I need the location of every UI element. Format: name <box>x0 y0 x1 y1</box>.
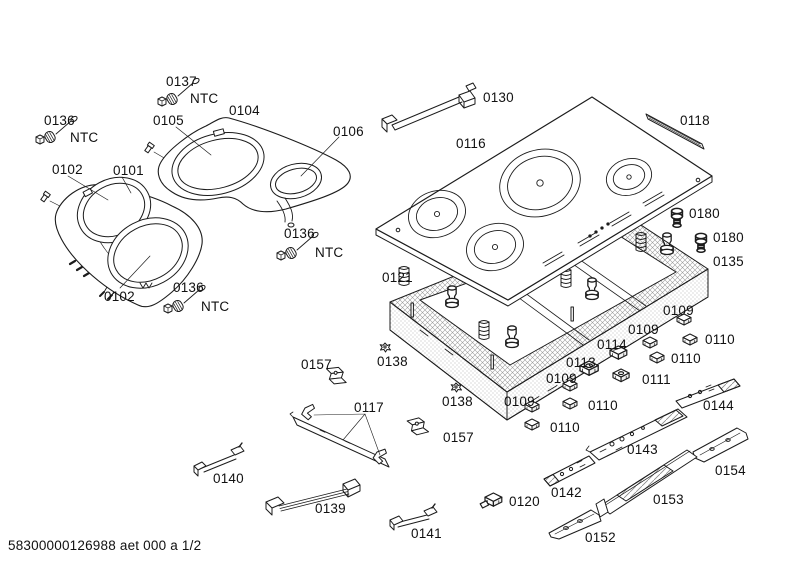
part-label-0139-44: 0139 <box>315 501 346 516</box>
part-label-0111-32: 0111 <box>642 372 671 387</box>
part-label-0106-6: 0106 <box>333 124 364 139</box>
clip-0138 <box>379 342 391 353</box>
part-label-0121-20: 0121 <box>382 270 413 285</box>
screw-0180 <box>670 207 684 229</box>
part-label-0104-4: 0104 <box>229 103 260 118</box>
spacer-block-0110 <box>562 397 578 410</box>
part-label-ntc-13: NTC <box>315 245 344 260</box>
chassis-frame-0135 <box>389 209 709 421</box>
document-number: 58300000126988 aet 000 a 1/2 <box>8 538 202 553</box>
spacer-block-0110 <box>524 418 540 431</box>
part-label-0120-43: 0120 <box>509 494 540 509</box>
part-label-0144-37: 0144 <box>703 398 734 413</box>
part-label-0135-19: 0135 <box>713 254 744 269</box>
part-label-0110-35: 0110 <box>588 398 618 413</box>
part-label-0113-31: 0113 <box>566 355 596 370</box>
part-label-0105-5: 0105 <box>153 113 184 128</box>
screw-0180 <box>694 232 708 254</box>
part-label-0152-46: 0152 <box>585 530 616 545</box>
bracket-0157 <box>325 366 347 385</box>
glass-ceramic-cooktop-0116 <box>375 96 713 307</box>
clip-0138 <box>450 382 462 393</box>
screw-icon <box>40 190 51 203</box>
part-label-0102-14: 0102 <box>104 289 135 304</box>
part-label-0157-25: 0157 <box>443 430 474 445</box>
part-label-0142-40: 0142 <box>551 485 582 500</box>
part-label-0136-15: 0136 <box>173 280 204 295</box>
part-label-0136-0: 0136 <box>44 113 75 128</box>
bracket-0157 <box>406 417 430 436</box>
trim-strip-0118 <box>645 113 705 150</box>
part-label-0136-12: 0136 <box>284 226 315 241</box>
pcb-module-0142 <box>543 455 596 487</box>
part-label-0110-28: 0110 <box>705 332 735 347</box>
part-label-0140-42: 0140 <box>213 471 244 486</box>
part-label-0109-34: 0109 <box>504 394 535 409</box>
spacer-block-0109 <box>642 336 658 349</box>
mounting-rail-0117 <box>289 403 390 468</box>
part-label-0137-2: 0137 <box>166 74 197 89</box>
bracket-0154 <box>692 427 749 463</box>
block-0114 <box>609 345 628 360</box>
part-label-ntc-1: NTC <box>70 130 99 145</box>
terminal-block-0120 <box>479 492 503 509</box>
part-label-0114-29: 0114 <box>597 337 627 352</box>
coil-plate-assembly-0101 <box>40 175 203 308</box>
part-label-0110-36: 0110 <box>550 420 580 435</box>
part-label-0130-9: 0130 <box>483 90 514 105</box>
part-label-0138-21: 0138 <box>377 354 408 369</box>
part-label-0180-17: 0180 <box>689 206 720 221</box>
part-label-0102-7: 0102 <box>52 162 83 177</box>
part-label-0143-38: 0143 <box>627 442 658 457</box>
part-label-0138-24: 0138 <box>442 394 473 409</box>
part-label-0109-33: 0109 <box>546 371 577 386</box>
part-label-0154-39: 0154 <box>715 463 746 478</box>
pcb-module-0144 <box>675 378 741 409</box>
part-label-ntc-16: NTC <box>201 299 230 314</box>
block-0111 <box>612 368 630 383</box>
ribbon-cable-0140 <box>193 442 245 477</box>
heatsink-0153 <box>595 449 698 518</box>
spacer-block-0110 <box>682 333 698 346</box>
part-label-0153-41: 0153 <box>653 492 684 507</box>
part-label-0118-11: 0118 <box>680 113 710 128</box>
part-label-ntc-3: NTC <box>190 91 219 106</box>
part-label-0101-8: 0101 <box>113 163 144 178</box>
pcb-module-0143 <box>585 408 688 461</box>
part-label-0109-27: 0109 <box>628 322 659 337</box>
bracket-0152 <box>548 509 602 540</box>
ribbon-cable-0141 <box>389 503 438 531</box>
part-label-0110-30: 0110 <box>671 351 701 366</box>
touch-control-marks <box>542 191 665 267</box>
cable-0130 <box>381 82 477 133</box>
part-label-0180-18: 0180 <box>713 230 744 245</box>
ribbon-cable-0139 <box>265 478 361 516</box>
part-label-0157-22: 0157 <box>301 357 332 372</box>
part-label-0109-26: 0109 <box>663 303 694 318</box>
screw-icon <box>144 141 155 154</box>
part-label-0117-23: 0117 <box>354 400 384 415</box>
part-label-0141-45: 0141 <box>411 526 442 541</box>
spacer-block-0110 <box>649 351 665 364</box>
coil-plate-assembly-0104 <box>144 117 351 228</box>
block-0113 <box>579 360 599 376</box>
part-label-0116-10: 0116 <box>456 136 486 151</box>
